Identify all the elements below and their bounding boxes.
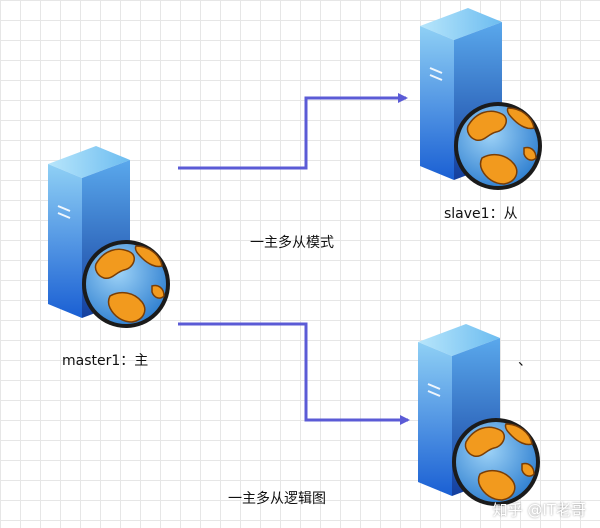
caption-top: 一主多从模式 bbox=[250, 235, 334, 251]
slave1-server-icon bbox=[419, 7, 543, 191]
arrow-master-to-slave1 bbox=[178, 93, 408, 170]
slave1-label: slave1：从 bbox=[444, 206, 518, 222]
arrow-master-to-slave2 bbox=[178, 322, 410, 425]
watermark: 知乎 @IT老哥 bbox=[492, 501, 586, 519]
slave2-label: 、 bbox=[518, 353, 532, 369]
master-label: master1：主 bbox=[62, 353, 149, 369]
master-server-icon bbox=[47, 145, 171, 329]
caption-bottom: 一主多从逻辑图 bbox=[228, 491, 326, 507]
